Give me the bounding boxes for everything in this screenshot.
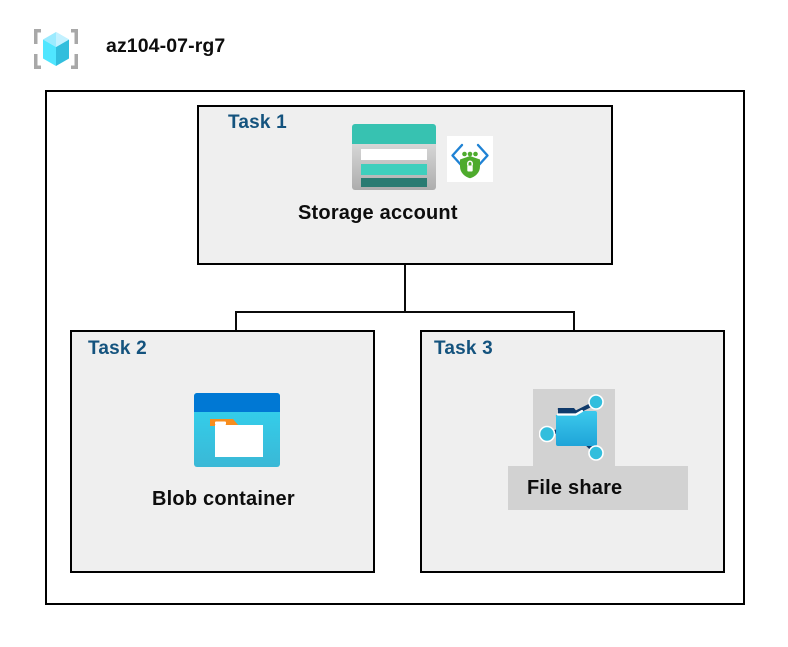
file-share-icon bbox=[538, 392, 611, 464]
blob-container-icon bbox=[193, 392, 281, 468]
blob-container-label: Blob container bbox=[152, 488, 295, 510]
resource-group-header: az104-07-rg7 bbox=[28, 24, 428, 74]
task-2-label: Task 2 bbox=[88, 338, 147, 359]
resource-group-cube-icon bbox=[32, 26, 80, 72]
resource-group-name: az104-07-rg7 bbox=[106, 35, 226, 57]
storage-account-label: Storage account bbox=[298, 202, 458, 224]
file-share-label: File share bbox=[527, 477, 623, 499]
task-3-box bbox=[420, 330, 725, 573]
connector-crossbar bbox=[235, 311, 575, 313]
storage-account-icon bbox=[351, 123, 437, 191]
connector-trunk bbox=[404, 225, 406, 313]
task-3-label: Task 3 bbox=[434, 338, 493, 359]
task-1-label: Task 1 bbox=[228, 112, 287, 133]
managed-identity-shield-icon bbox=[447, 136, 493, 182]
file-share-label-highlight bbox=[508, 466, 688, 510]
